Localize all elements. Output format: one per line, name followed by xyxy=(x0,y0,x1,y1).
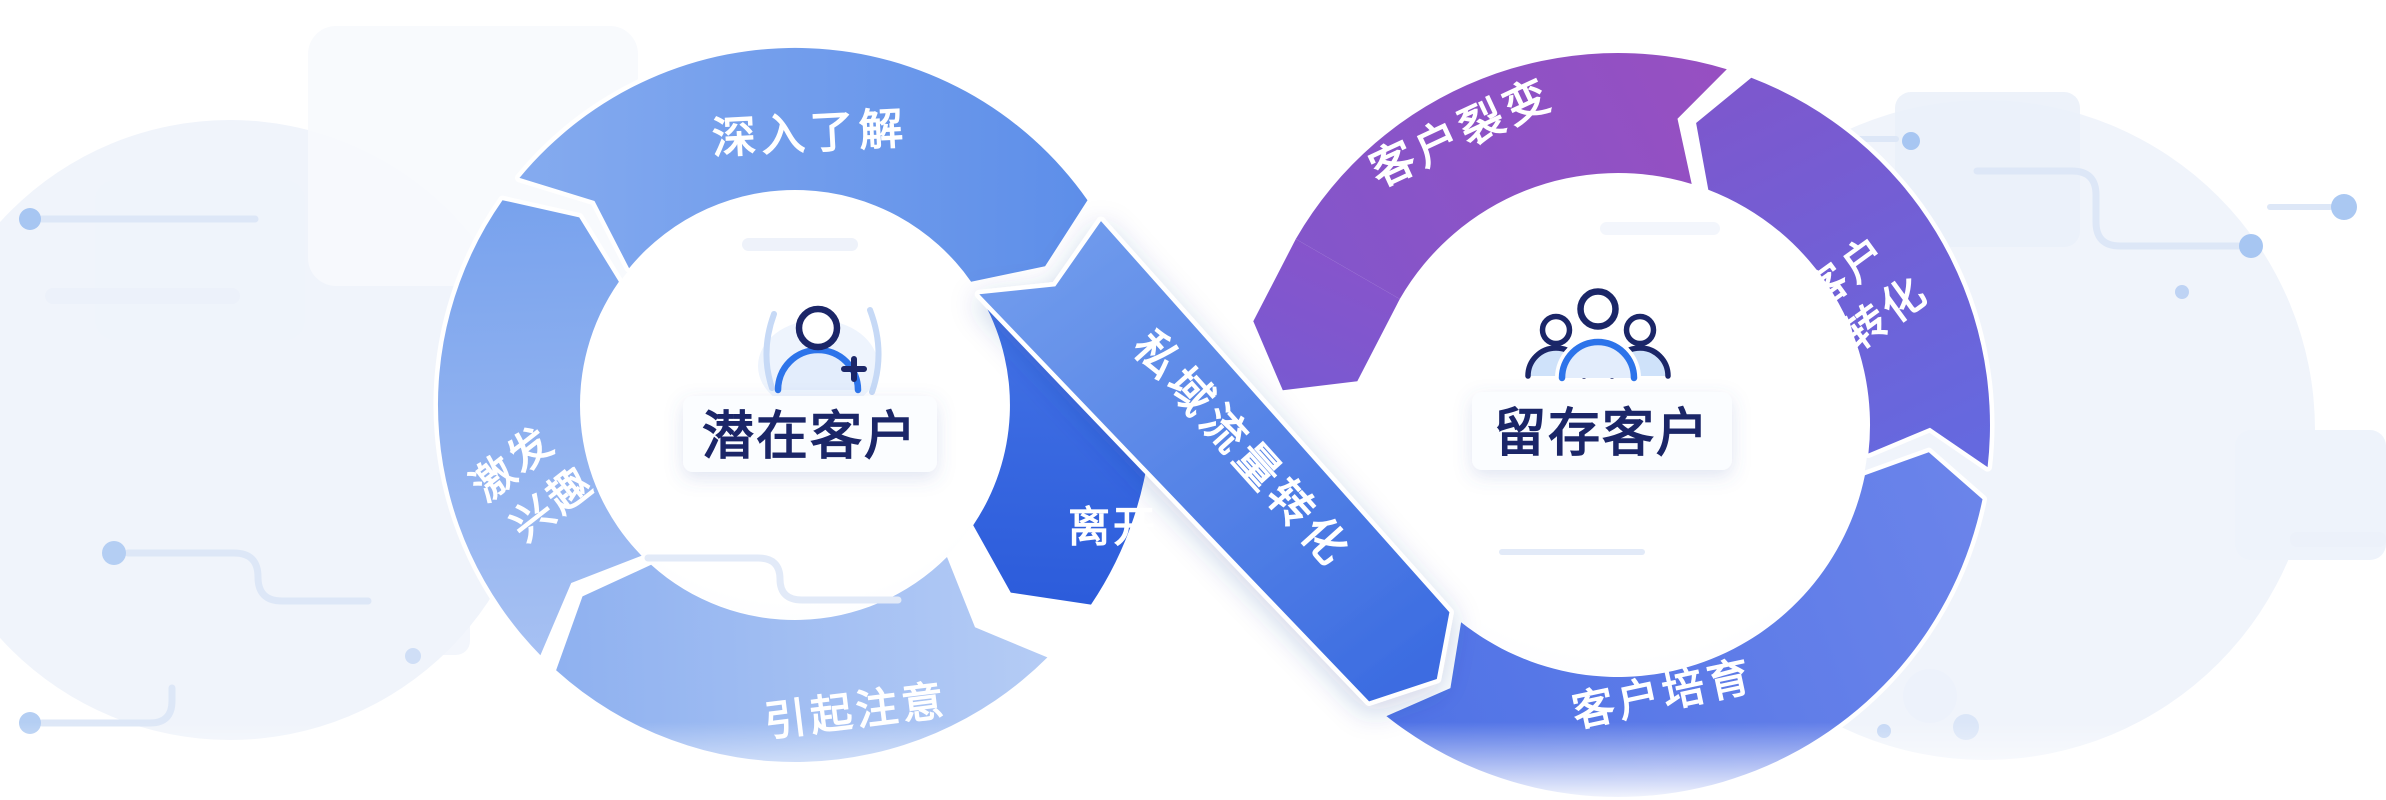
inner-decorations xyxy=(644,222,1720,604)
inner-pill-left xyxy=(742,238,858,251)
bridge-ribbon xyxy=(974,216,1454,706)
decor-pill-right xyxy=(2290,532,2386,547)
label-pill xyxy=(683,396,937,472)
decor-dot xyxy=(1902,132,1920,150)
bg-panel-left xyxy=(95,180,305,340)
segment-know-deeper xyxy=(515,43,1092,287)
fission-arrow-band xyxy=(1253,239,1400,391)
decor-blob xyxy=(1903,669,1957,723)
decor-dot xyxy=(102,541,126,565)
stage-label-leave: 离开 xyxy=(1068,503,1158,552)
add-user-icon xyxy=(763,305,882,395)
segment-customer-fission xyxy=(1291,48,1732,304)
decor-pill-left xyxy=(45,288,240,304)
retained-customer-center: 留存客户 xyxy=(1472,285,1732,470)
decor-dot xyxy=(2239,234,2263,258)
potential-customer-center: 潜在客户 xyxy=(683,305,937,472)
stage-label-know-deeper: 深入了解 xyxy=(711,103,909,164)
inner-circuit-left xyxy=(644,554,902,604)
label-pill xyxy=(1472,392,1732,470)
bottom-fade xyxy=(0,722,2386,800)
decor-dot xyxy=(19,208,41,230)
segment-customer-convert xyxy=(1691,73,1995,472)
team-icon xyxy=(1525,285,1671,382)
inner-pill-right xyxy=(1600,222,1720,235)
bg-panel-right xyxy=(2235,430,2386,560)
decor-dot xyxy=(405,648,421,664)
decor-dot xyxy=(2175,285,2189,299)
left-center-label: 潜在客户 xyxy=(702,407,918,467)
right-center-label: 留存客户 xyxy=(1494,404,1710,464)
bg-panel-bottomleft xyxy=(320,560,470,655)
decor-dot xyxy=(2331,194,2357,220)
segment-spark-interest xyxy=(433,195,647,660)
